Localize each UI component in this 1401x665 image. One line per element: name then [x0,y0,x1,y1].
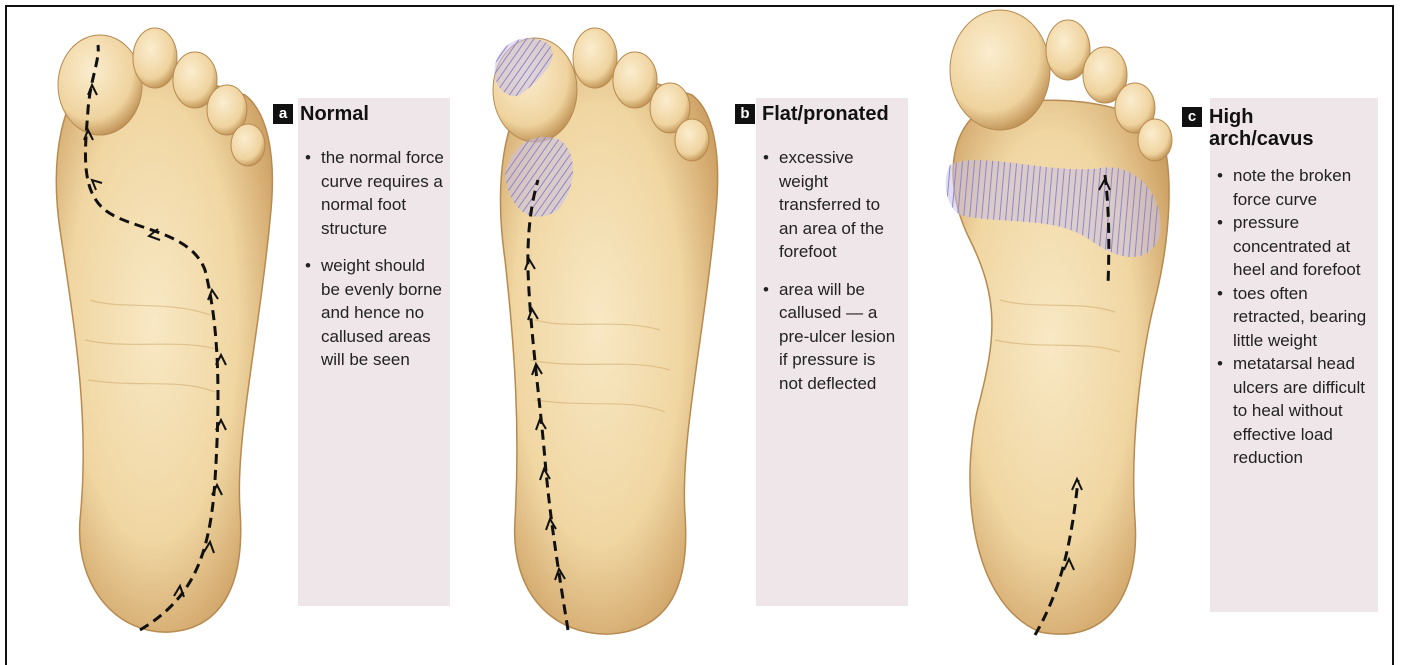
bullet-list: the normal force curve requires a normal… [303,146,445,372]
toe-5 [231,124,265,166]
panel-high-arch-cavus: c High arch/cavus note the broken force … [1210,98,1378,612]
foot-illustration-normal [30,0,290,640]
bullet-item: area will be callused — a pre-ulcer lesi… [761,278,903,396]
bullet-item: the normal force curve requires a normal… [303,146,445,240]
panel-flat-pronated: b Flat/pronated excessive weight transfe… [756,98,908,606]
bullet-item: pressure concentrated at heel and forefo… [1215,211,1375,282]
panel-title: High arch/cavus [1209,106,1332,150]
toe-2 [133,28,177,88]
panel-letter: b [735,104,755,124]
bullet-item: excessive weight transferred to an area … [761,146,903,264]
bullet-item: note the broken force curve [1215,164,1375,211]
panel-title: Normal [300,103,369,125]
bullet-list: excessive weight transferred to an area … [761,146,903,395]
panel-letter: a [273,104,293,124]
bullet-item: weight should be evenly borne and hence … [303,254,445,372]
bullet-list: note the broken force curve pressure con… [1215,164,1375,470]
toe-2 [573,28,617,88]
toe-5 [675,119,709,161]
toe-3 [613,52,657,108]
panel-title: Flat/pronated [762,103,889,125]
panel-normal: a Normal the normal force curve requires… [298,98,450,606]
bullet-item: metatarsal head ulcers are difficult to … [1215,352,1375,470]
foot-illustration-high-arch [940,0,1200,640]
toe-big [58,35,142,135]
toe-big [950,10,1050,130]
bullet-item: toes often retracted, bearing little wei… [1215,282,1375,353]
toe-5 [1138,119,1172,161]
foot-illustration-flat [480,0,740,640]
panel-letter: c [1182,107,1202,127]
